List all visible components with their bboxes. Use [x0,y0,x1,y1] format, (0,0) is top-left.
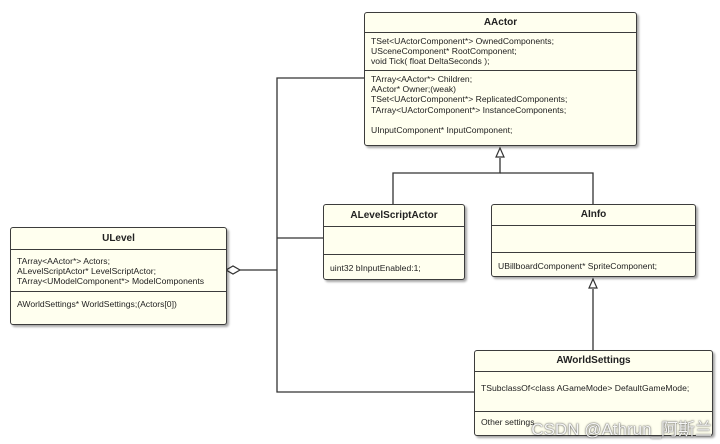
member-line: void Tick( float DeltaSeconds ); [371,56,490,67]
member-line: AActor* Owner;(weak) [371,84,457,95]
aggregation-diamond-ulevel [224,265,242,275]
class-operations-ulevel: AWorldSettings* WorldSettings;(Actors[0]… [11,292,226,309]
member-line: TArray<UModelComponent*> ModelComponents [17,276,205,287]
class-name-ulevel: ULevel [11,228,226,250]
class-name-aworldsettings: AWorldSettings [475,351,712,372]
member-line: UBillboardComponent* SpriteComponent; [498,261,658,271]
aggregation-line-aworldsettings [276,270,474,393]
class-attributes-aworldsettings: TSubclassOf<class AGameMode> DefaultGame… [475,372,712,412]
member-line: Other settings [481,417,535,427]
member-line: AWorldSettings* WorldSettings;(Actors[0]… [17,299,177,309]
class-operations-aactor: TArray<AActor*> Children;AActor* Owner;(… [365,71,636,135]
member-line: ALevelScriptActor* LevelScriptActor; [17,266,156,277]
class-attributes-ainfo [492,226,695,253]
class-operations-aworldsettings: Other settings [475,412,712,427]
class-box-alevelscriptactor[interactable]: ALevelScriptActor uint32 bInputEnabled:1… [323,204,465,280]
inheritance-arrow-ainfo [588,277,598,289]
member-line: USceneComponent* RootComponent; [371,46,517,57]
inheritance-line-alevelscriptactor [392,158,501,204]
class-attributes-alevelscriptactor [324,227,464,255]
member-line: TSet<UActorComponent*> OwnedComponents; [371,36,554,46]
aggregation-line-aactor [276,77,364,270]
watermark: CSDN @Athrun_阿斯兰 [531,420,712,439]
class-operations-ainfo: UBillboardComponent* SpriteComponent; [492,253,695,271]
inheritance-line-ainfo [500,172,594,204]
member-line [371,115,630,125]
inheritance-arrow-aactor [495,146,505,158]
class-box-ulevel[interactable]: ULevel TArray<AActor*> Actors;ALevelScri… [10,227,227,325]
member-line: TArray<AActor*> Children; [371,74,473,84]
class-box-aworldsettings[interactable]: AWorldSettings TSubclassOf<class AGameMo… [474,350,713,436]
member-line: TSet<UActorComponent*> ReplicatedCompone… [371,94,568,105]
class-name-aactor: AActor [365,13,636,33]
class-operations-alevelscriptactor: uint32 bInputEnabled:1; [324,255,464,273]
class-name-ainfo: AInfo [492,205,695,226]
member-line: TArray<UActorComponent*> InstanceCompone… [371,104,567,115]
class-box-aactor[interactable]: AActor TSet<UActorComponent*> OwnedCompo… [364,12,637,146]
member-line: TArray<AActor*> Actors; [17,256,110,266]
class-attributes-aactor: TSet<UActorComponent*> OwnedComponents;U… [365,33,636,71]
member-line: TSubclassOf<class AGameMode> DefaultGame… [481,383,690,393]
class-box-ainfo[interactable]: AInfo UBillboardComponent* SpriteCompone… [491,204,696,277]
member-line: uint32 bInputEnabled:1; [330,263,421,273]
class-attributes-ulevel: TArray<AActor*> Actors;ALevelScriptActor… [11,250,226,292]
class-name-alevelscriptactor: ALevelScriptActor [324,205,464,227]
member-line: UInputComponent* InputComponent; [371,124,513,135]
